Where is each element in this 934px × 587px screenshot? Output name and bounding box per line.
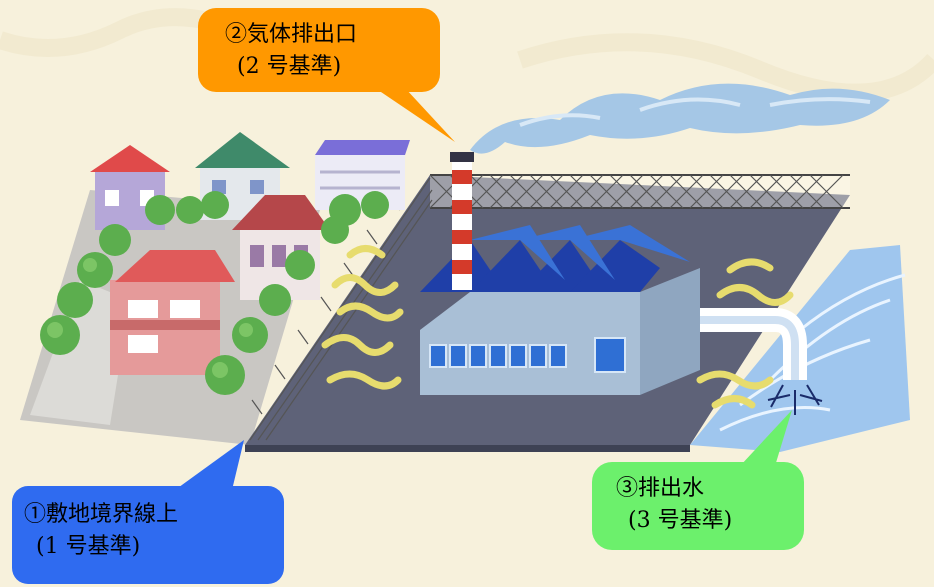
callout-discharge-water-standard: (3 号基準) bbox=[628, 508, 733, 533]
smoke-icon bbox=[470, 83, 890, 154]
callout-discharge-water-title: ③排出水 bbox=[616, 476, 705, 501]
callout-site-boundary: ①敷地境界線上 (1 号基準) bbox=[24, 499, 178, 563]
callout-gas-outlet-bubble bbox=[198, 8, 455, 142]
callout-gas-outlet-standard: (2 号基準) bbox=[237, 54, 342, 79]
pipe-icon bbox=[700, 308, 823, 415]
odor-wave-icon bbox=[321, 245, 794, 409]
callout-discharge-water: ③排出水 (3 号基準) bbox=[616, 473, 732, 537]
chimney-icon bbox=[450, 152, 474, 290]
callout-gas-outlet-title: ②気体排出口 bbox=[225, 22, 358, 47]
callout-site-boundary-bubble bbox=[12, 440, 284, 584]
callout-discharge-water-bubble bbox=[592, 410, 804, 550]
fence-icon bbox=[249, 174, 850, 441]
house-icon bbox=[110, 250, 235, 375]
callout-gas-outlet: ②気体排出口 (2 号基準) bbox=[225, 19, 357, 83]
house-icon bbox=[315, 140, 410, 210]
callout-site-boundary-title: ①敷地境界線上 bbox=[24, 502, 179, 527]
callout-site-boundary-standard: (1 号基準) bbox=[36, 534, 141, 559]
